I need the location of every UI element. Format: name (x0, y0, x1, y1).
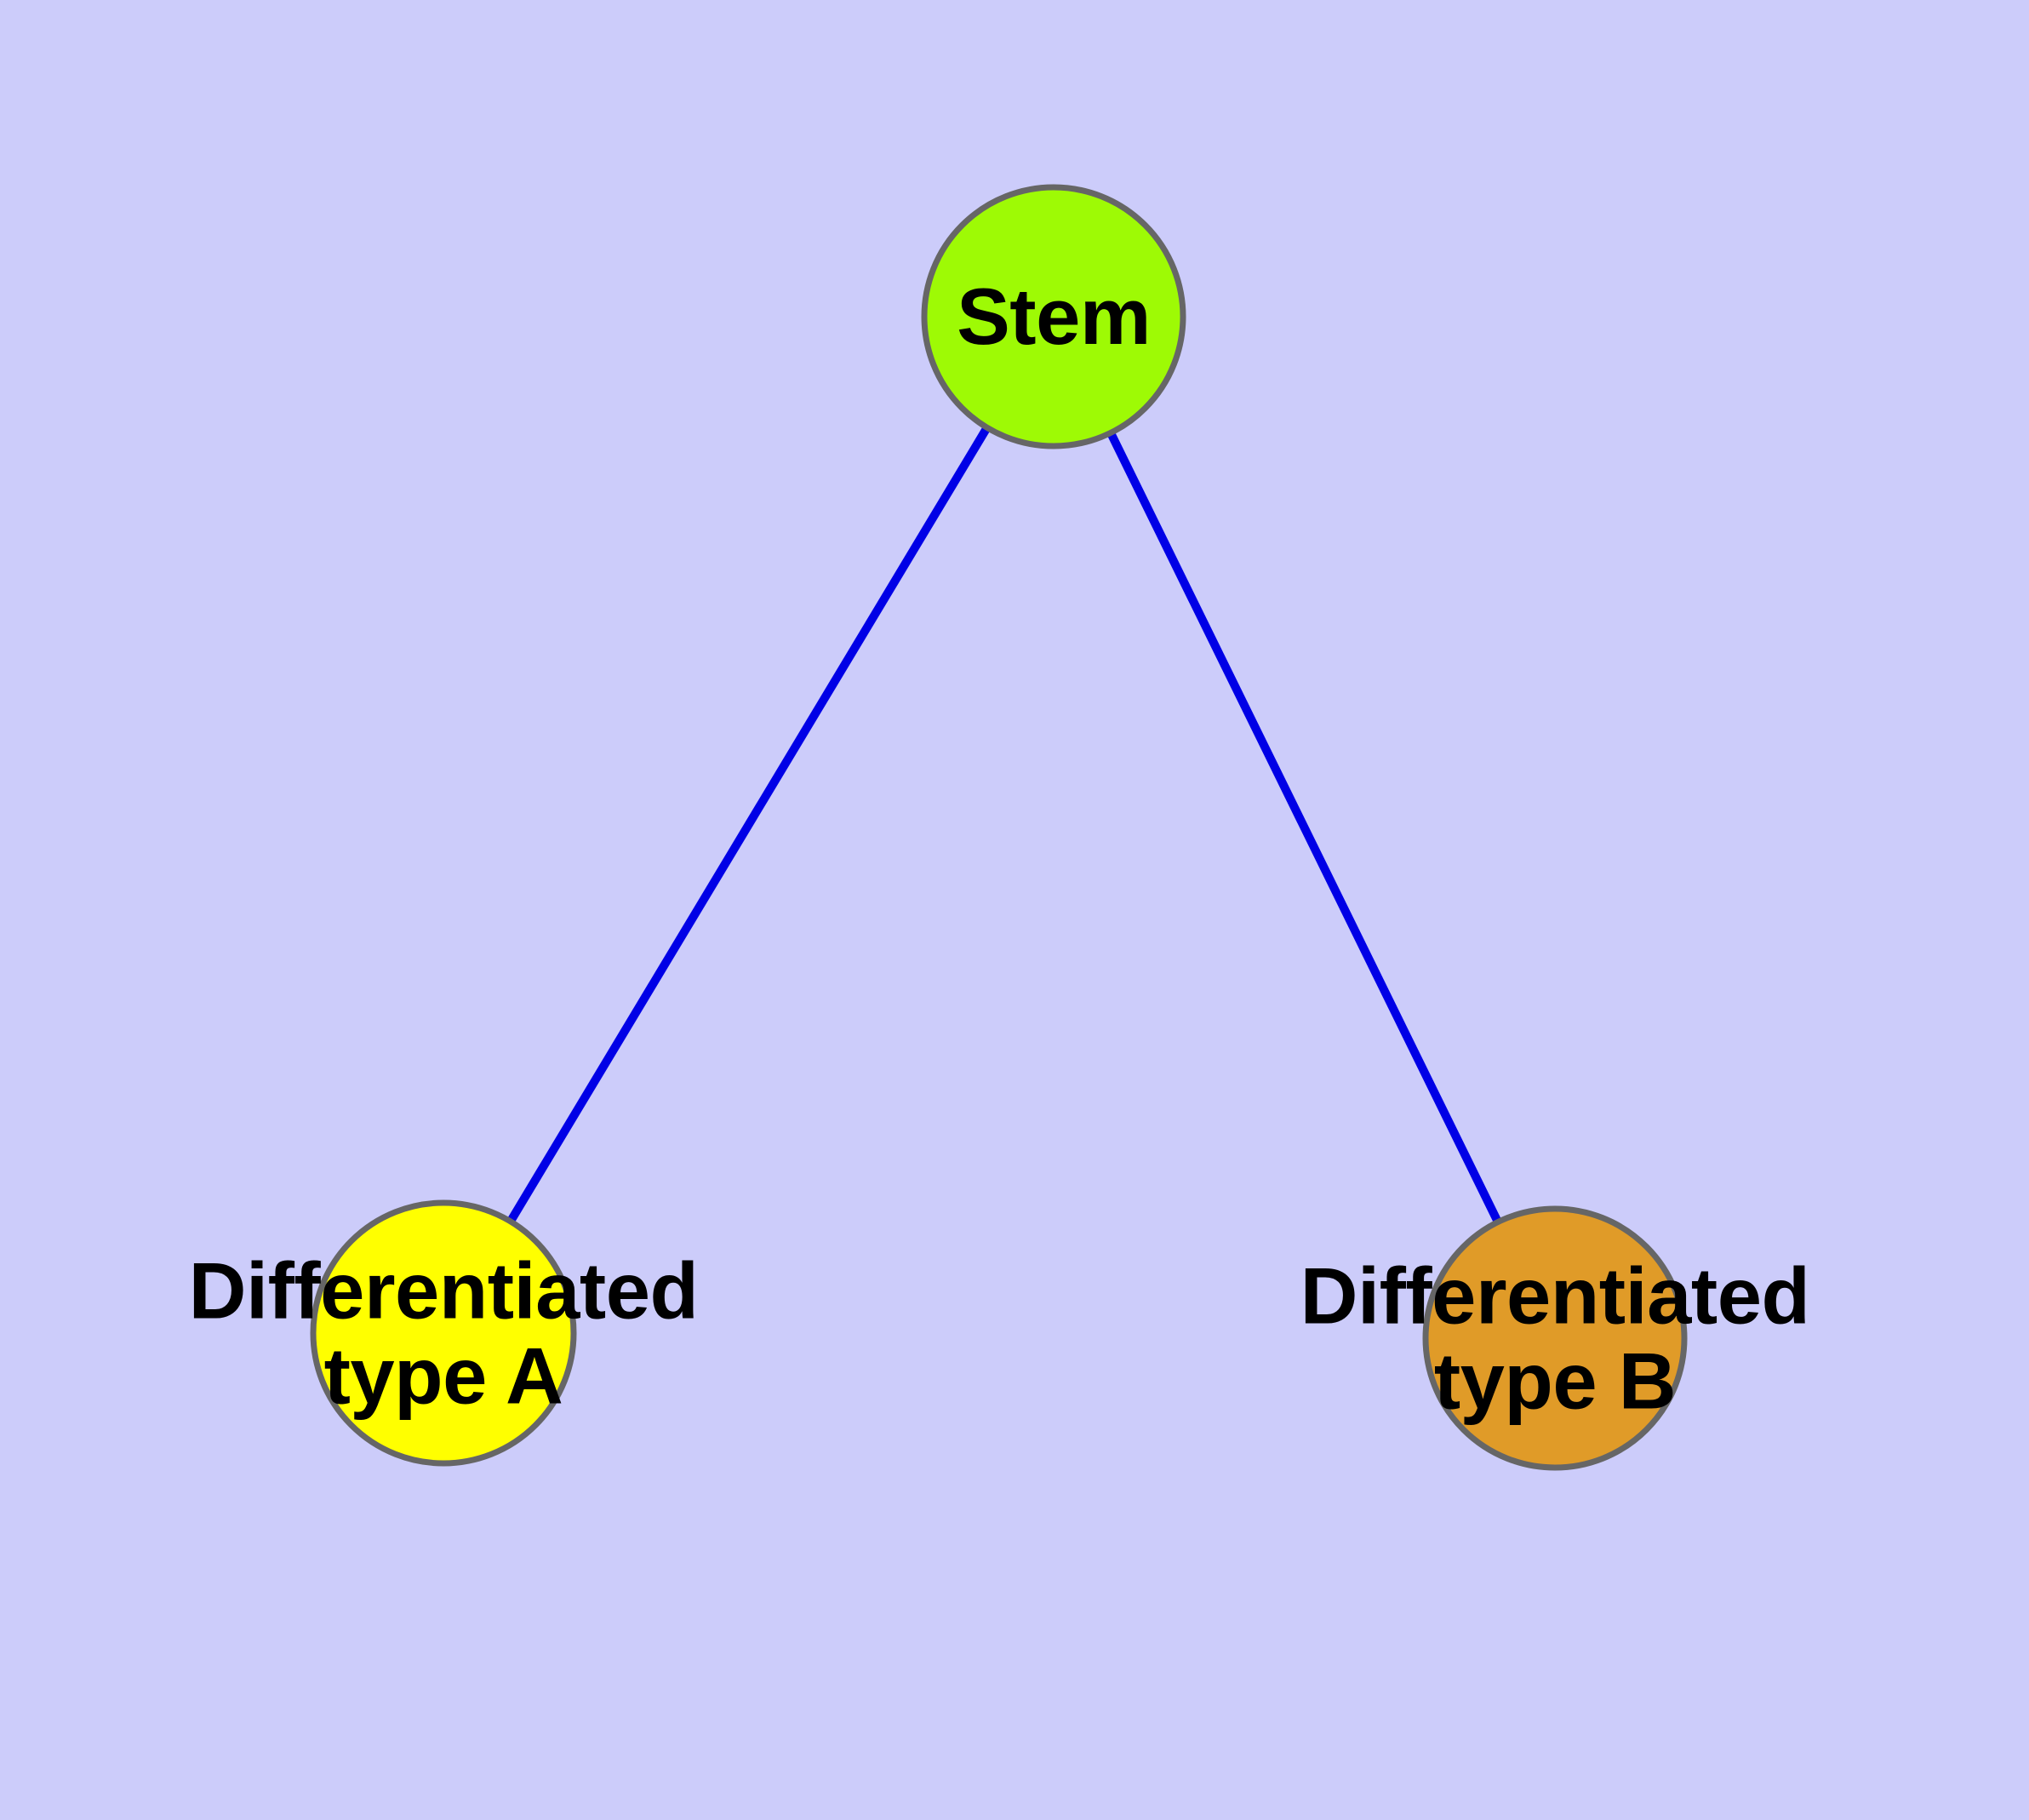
graph-node-diff_a[interactable] (310, 1199, 577, 1467)
graph-edge (505, 422, 993, 1227)
nodes-layer (310, 184, 1688, 1471)
graph-node-stem[interactable] (921, 184, 1186, 449)
graph-edge (1105, 427, 1504, 1228)
edges-layer (505, 422, 1504, 1228)
graph-node-diff_b[interactable] (1422, 1205, 1688, 1471)
